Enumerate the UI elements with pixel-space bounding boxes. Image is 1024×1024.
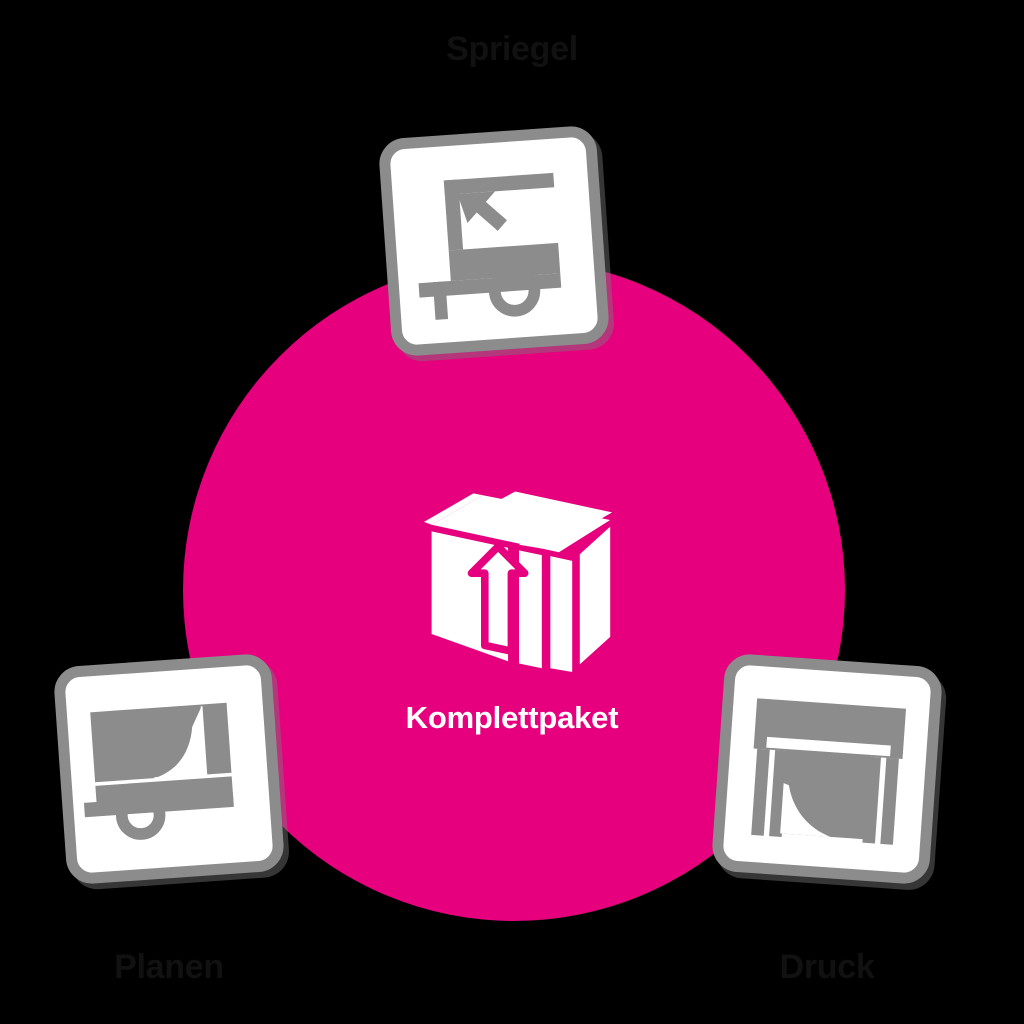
node-label-druck: Druck [779,948,875,986]
truck-tarpaulin-icon [83,702,234,840]
node-card-spriegel[interactable] [377,124,611,358]
hub-label: Komplettpaket [405,700,619,735]
trailer-bow-frame-icon [418,172,562,320]
node-label-planen: Planen [114,948,224,986]
large-format-printer-icon [751,698,907,845]
node-label-spriegel: Spriegel [446,30,578,68]
package-box-icon [424,482,614,672]
node-card-planen[interactable] [52,652,286,886]
node-card-druck[interactable] [710,652,944,886]
